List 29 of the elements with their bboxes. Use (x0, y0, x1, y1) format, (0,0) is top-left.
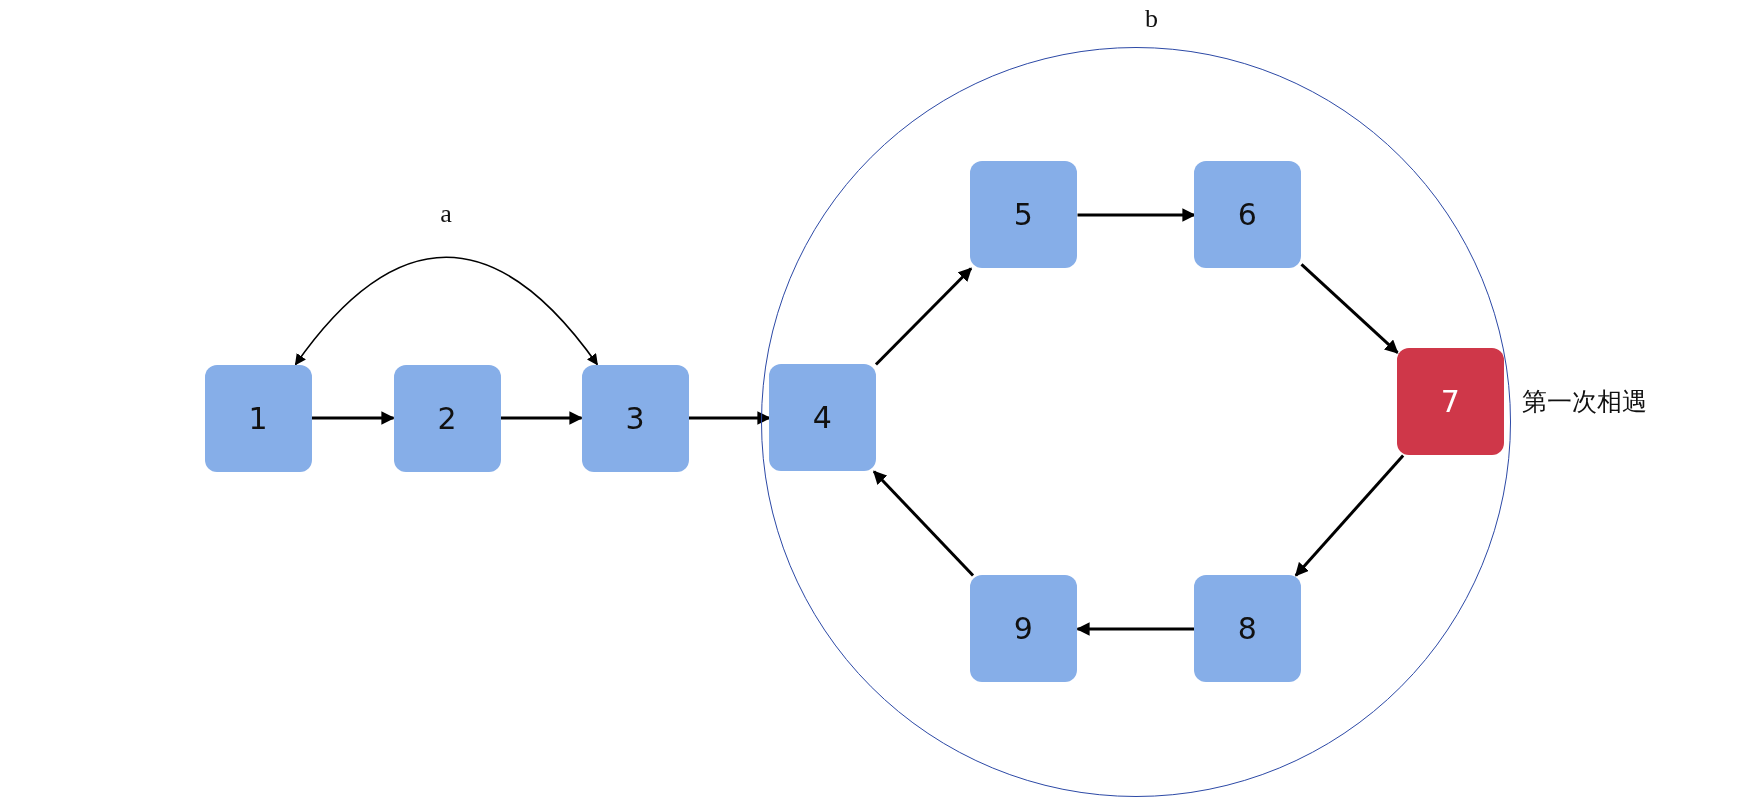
arrow (1076, 622, 1195, 636)
arrow (872, 470, 975, 577)
node-label: 4 (812, 399, 832, 435)
arrow (1300, 263, 1399, 354)
list-node-box (393, 364, 501, 472)
edge-label: a (440, 199, 452, 230)
list-node-box (969, 160, 1077, 268)
arrow (1294, 454, 1405, 577)
note-text: 第一次相遇 (1521, 386, 1647, 418)
circle-label: b (1145, 4, 1158, 34)
node-label: 2 (437, 400, 457, 436)
list-node-box (768, 363, 876, 471)
arrow (311, 411, 395, 425)
node-label: 7 (1440, 383, 1460, 419)
list-node-box (1193, 160, 1301, 268)
list-node-box (1193, 574, 1301, 682)
arrow (500, 411, 583, 425)
list-node-box (581, 364, 689, 472)
list-node-box (204, 364, 312, 472)
node-label: 3 (625, 400, 645, 436)
arrow (874, 267, 973, 366)
node-label: 6 (1237, 196, 1257, 232)
node-label: 8 (1237, 610, 1257, 646)
node-label: 1 (248, 400, 268, 436)
arrow (294, 256, 599, 366)
node-label: 5 (1013, 196, 1033, 232)
list-node-box (969, 574, 1077, 682)
node-label: 9 (1013, 610, 1033, 646)
list-node-box (1396, 347, 1504, 455)
